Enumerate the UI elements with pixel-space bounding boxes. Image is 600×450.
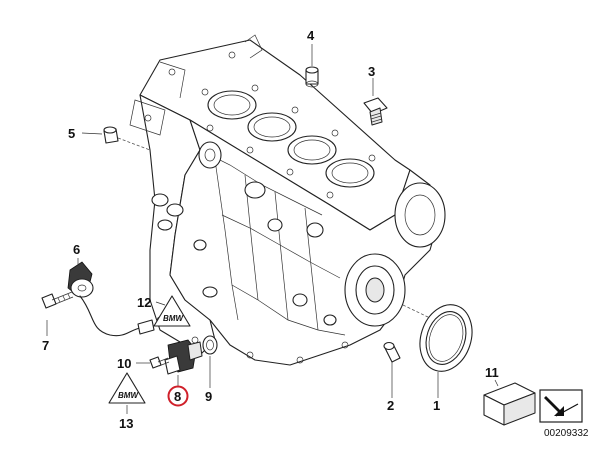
part-12-warning-label [153, 295, 191, 327]
part-8-crankshaft-sensor [164, 339, 203, 375]
callout-10: 10 [117, 356, 131, 371]
engine-block [129, 34, 446, 366]
callout-1: 1 [433, 398, 440, 413]
callout-12: 12 [137, 295, 151, 310]
callout-4: 4 [307, 28, 315, 43]
highlighted-callout-8[interactable]: 8 [167, 385, 189, 407]
part-7-bolt [41, 291, 74, 309]
diagram-corner-icon [539, 389, 583, 423]
part-6-knock-sensor [67, 261, 155, 337]
callout-11: 11 [485, 365, 499, 380]
leader-lines [46, 44, 499, 414]
callout-7: 7 [42, 338, 49, 353]
callout-9: 9 [205, 389, 212, 404]
callout-2: 2 [387, 398, 394, 413]
part-1-crankshaft-seal [419, 304, 473, 372]
part-4-sleeve [305, 66, 319, 88]
warning-label-12-text: BMW [163, 314, 184, 323]
part-3-screw-plug [363, 97, 388, 126]
callout-5: 5 [68, 126, 75, 141]
part-11-kit-box [483, 382, 536, 426]
part-13-warning-label [108, 372, 146, 404]
callout-6: 6 [73, 242, 80, 257]
warning-label-13-text: BMW [118, 391, 139, 400]
part-5-sleeve [103, 126, 119, 144]
highlight-ring [167, 385, 189, 407]
callout-8: 8 [174, 389, 181, 404]
part-2-dowel-sleeve [383, 341, 401, 363]
part-10-screw [149, 356, 170, 369]
diagram-code: 00209332 [544, 428, 589, 439]
part-9-o-ring [202, 335, 218, 355]
callout-13: 13 [119, 416, 133, 431]
callout-3: 3 [368, 64, 375, 79]
